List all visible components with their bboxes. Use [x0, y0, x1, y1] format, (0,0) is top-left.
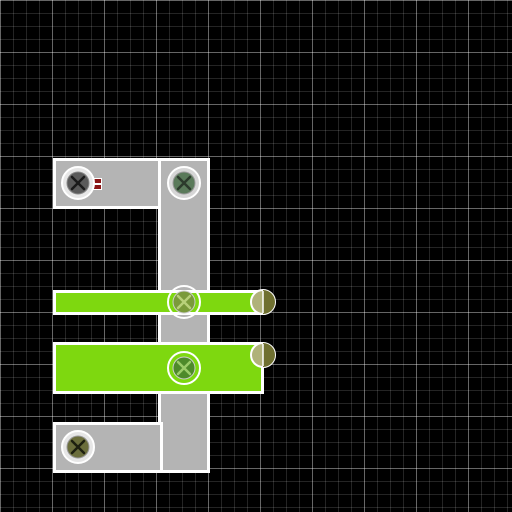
x-bolt-icon[interactable] [61, 166, 95, 200]
lower-green-bar[interactable] [53, 342, 264, 394]
half-pin-icon[interactable] [250, 342, 276, 368]
half-pin-icon[interactable] [250, 289, 276, 315]
x-bolt-icon[interactable] [167, 351, 201, 385]
vertical-beam[interactable] [158, 158, 210, 473]
x-bolt-icon[interactable] [167, 166, 201, 200]
x-bolt-icon[interactable] [61, 430, 95, 464]
x-bolt-icon[interactable] [167, 285, 201, 319]
